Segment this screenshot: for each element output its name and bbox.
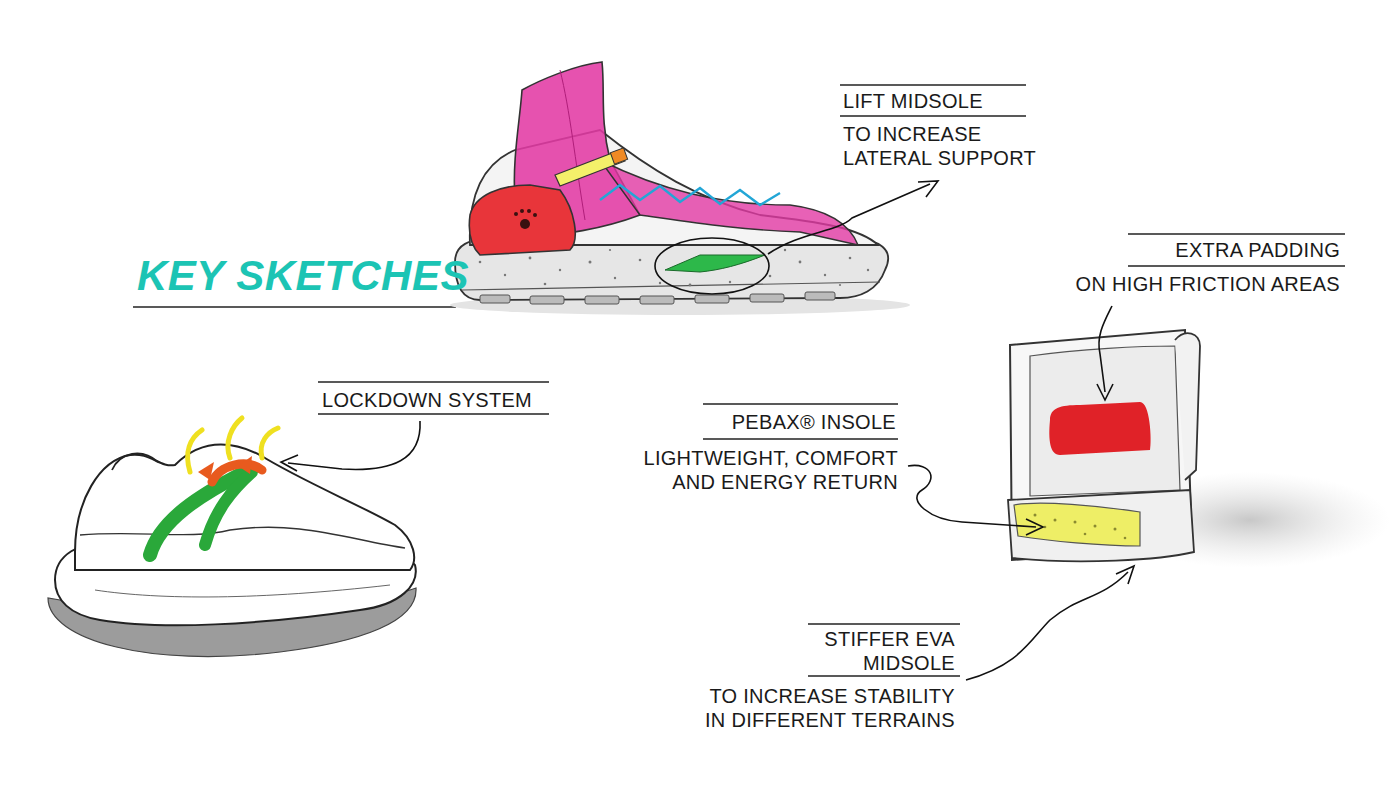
callout-note: TO INCREASE STABILITY IN DIFFERENT TERRA…: [700, 684, 955, 732]
callout-heading: PEBAX® INSOLE: [600, 410, 896, 434]
callout-note: TO INCREASE LATERAL SUPPORT: [843, 122, 1058, 170]
diagram-title: KEY SKETCHES: [137, 252, 467, 300]
callout-heading: LOCKDOWN SYSTEM: [322, 388, 562, 412]
callout-note: LIGHTWEIGHT, COMFORT AND ENERGY RETURN: [626, 446, 898, 494]
callout-heading: EXTRA PADDING: [1000, 238, 1340, 262]
callout-note: ON HIGH FRICTION AREAS: [960, 272, 1340, 296]
heel-cross-section: [908, 306, 1390, 680]
callout-heading: STIFFER EVA MIDSOLE: [805, 627, 955, 675]
callout-heading: LIFT MIDSOLE: [843, 89, 1083, 113]
low-shoe: [48, 418, 420, 657]
